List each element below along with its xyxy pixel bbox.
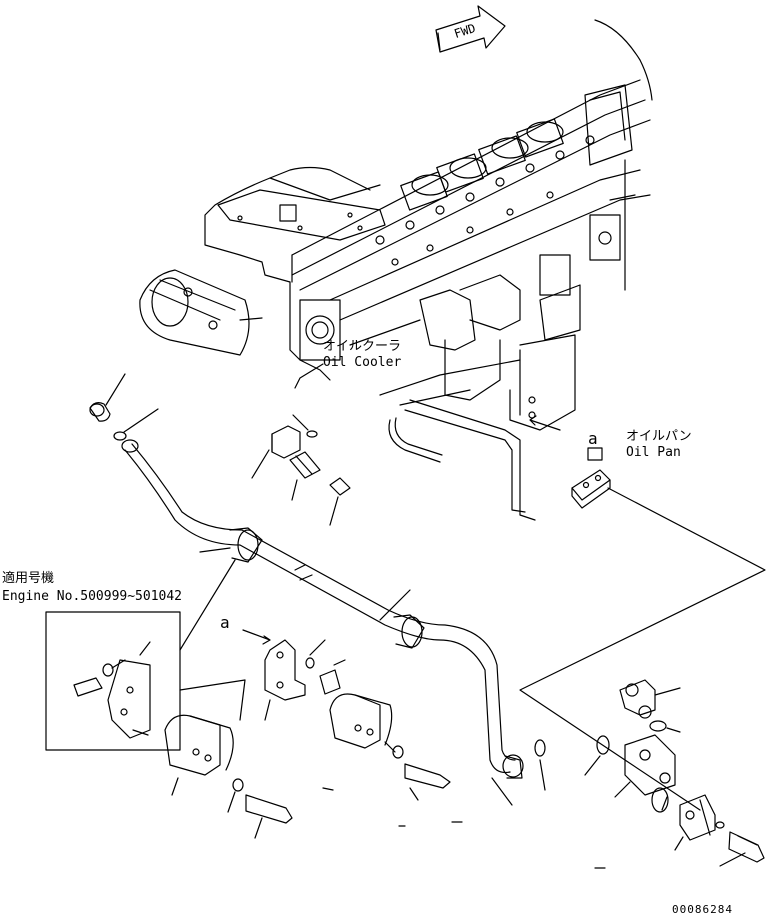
detail-marker-a2: a	[220, 613, 230, 632]
oil-cooler-leader	[294, 363, 324, 389]
oil-pan-label-jp: オイルパン	[626, 429, 692, 444]
center-fittings	[251, 414, 351, 526]
clamp-left	[164, 714, 293, 839]
applicability-label-jp: 適用号機	[2, 571, 55, 586]
applicability-label-en: Engine No.500999~501042	[2, 589, 183, 604]
detail-lines	[179, 559, 246, 721]
oil-pan-label-en: Oil Pan	[626, 445, 681, 460]
detail-arrow	[242, 629, 271, 645]
fwd-arrow	[435, 5, 506, 53]
bracket-center	[264, 639, 346, 721]
oil-pan-arrow	[529, 415, 561, 431]
oil-guide-pipe	[388, 399, 536, 521]
oil-pan-plate	[519, 447, 766, 811]
oil-cooler-label-jp: オイルクーラ	[323, 339, 402, 354]
bolt-right	[719, 831, 765, 867]
leader-ticks	[199, 547, 606, 869]
detail-marker-a: a	[588, 429, 598, 448]
swivel-joint	[674, 794, 725, 851]
drawing-number: 00086284	[672, 903, 733, 916]
engine-block	[204, 19, 653, 431]
o-rings	[534, 735, 610, 791]
oil-cooler-label-en: Oil Cooler	[323, 355, 402, 370]
detail-box	[45, 611, 181, 751]
manifold-ports	[400, 118, 564, 211]
clamp-center	[329, 693, 451, 801]
connector-block	[614, 734, 676, 813]
oil-hose	[121, 439, 524, 779]
cap-fitting	[89, 373, 159, 441]
head-bolts	[375, 135, 595, 266]
starter-motor	[139, 269, 263, 356]
elbow-fitting	[619, 679, 681, 733]
